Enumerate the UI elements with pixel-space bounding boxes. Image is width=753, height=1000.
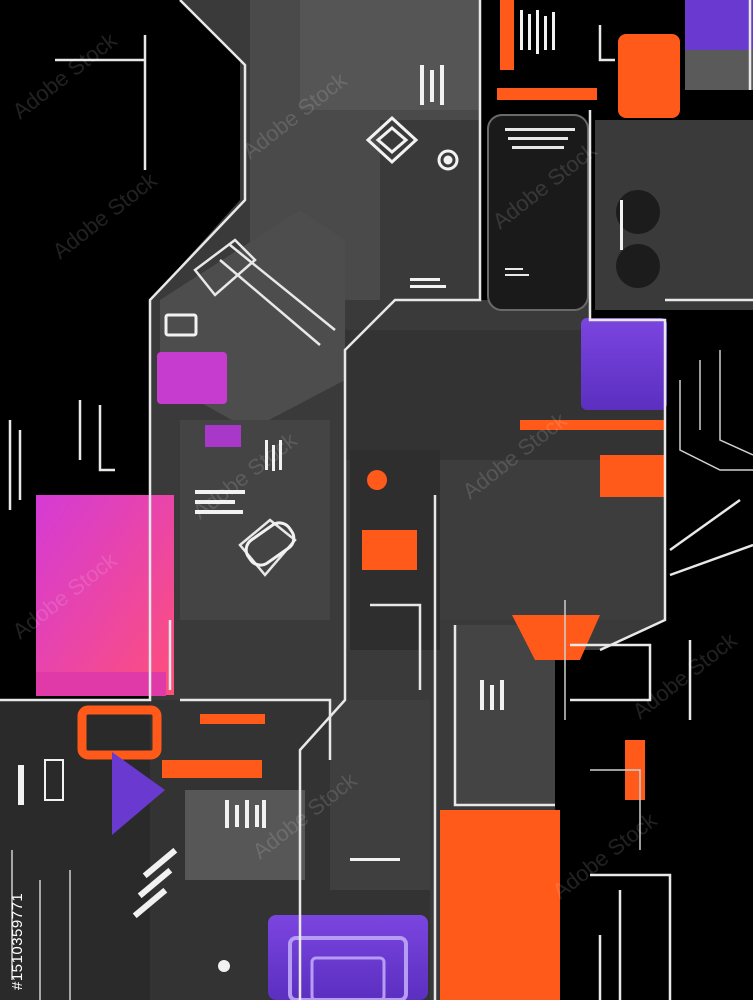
watermark-id: #1510359771 bbox=[9, 893, 26, 990]
chip-icon bbox=[487, 114, 589, 311]
chip-labels bbox=[505, 128, 575, 276]
connector-icon bbox=[164, 115, 419, 567]
color-modules bbox=[36, 0, 753, 1000]
spiral-icon bbox=[437, 149, 459, 171]
thin-traces bbox=[11, 350, 753, 1000]
component-markings bbox=[18, 10, 623, 972]
